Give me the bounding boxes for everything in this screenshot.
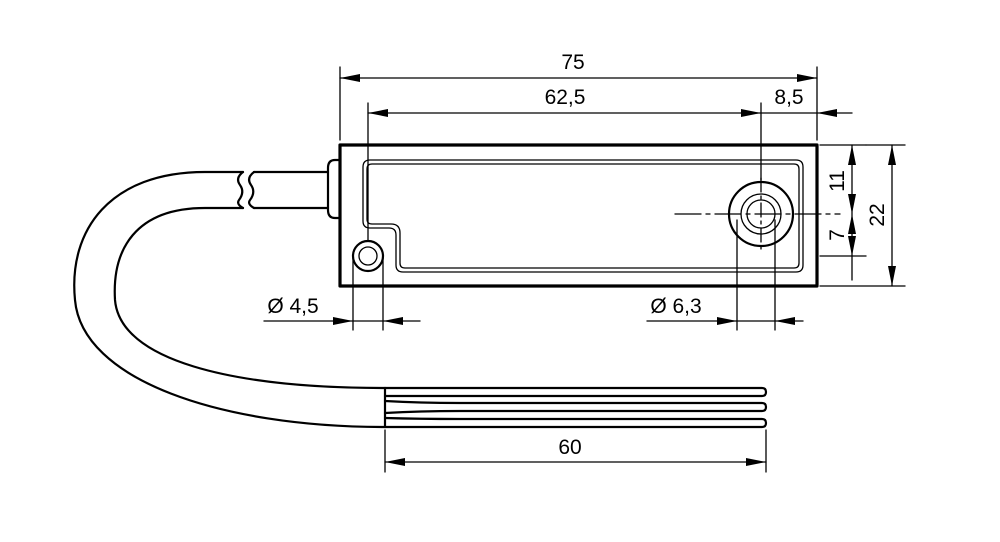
dimension-wire-length: 60 bbox=[384, 429, 767, 473]
cable-section-right bbox=[252, 170, 330, 210]
cable bbox=[73, 158, 387, 429]
small-hole-outer bbox=[351, 239, 385, 273]
dim-label-22: 22 bbox=[866, 203, 889, 226]
dim-label-11: 11 bbox=[826, 170, 849, 192]
dimension-hole-offset: 8,5 bbox=[760, 86, 853, 117]
cable-strain-relief bbox=[326, 158, 342, 220]
cable-break-left bbox=[236, 170, 245, 210]
dimension-large-hole: Ø 6,3 bbox=[646, 219, 804, 331]
dimension-upper-height: 11 bbox=[819, 144, 867, 281]
cable-bend-inner bbox=[113, 206, 387, 390]
cable-break-right bbox=[247, 170, 256, 210]
dim-label-8-5: 8,5 bbox=[774, 86, 803, 109]
dimension-small-hole: Ø 4,5 bbox=[263, 255, 421, 331]
dim-label-7: 7 bbox=[826, 229, 849, 241]
wire-top bbox=[383, 386, 768, 398]
dim-label-60: 60 bbox=[558, 436, 581, 459]
cable-bend-outer bbox=[73, 170, 387, 429]
dimension-overall-length: 75 bbox=[339, 51, 818, 141]
dim-label-dia-6-3: Ø 6,3 bbox=[650, 295, 701, 318]
wire-middle bbox=[383, 399, 768, 415]
housing-groove bbox=[362, 159, 804, 273]
small-hole-inner bbox=[358, 246, 378, 266]
dim-label-75: 75 bbox=[561, 51, 584, 74]
housing-groove-inner bbox=[366, 163, 800, 269]
wires bbox=[383, 386, 768, 429]
wire-bottom bbox=[383, 416, 768, 429]
dimension-total-height: 22 bbox=[819, 144, 906, 287]
housing-outline bbox=[338, 143, 819, 288]
dimension-lower-height: 7 bbox=[819, 214, 867, 257]
sensor-body bbox=[338, 143, 841, 288]
dim-label-dia-4-5: Ø 4,5 bbox=[267, 295, 318, 318]
dimension-hole-spacing: 62,5 bbox=[367, 86, 762, 241]
dim-label-62-5: 62,5 bbox=[545, 86, 586, 109]
